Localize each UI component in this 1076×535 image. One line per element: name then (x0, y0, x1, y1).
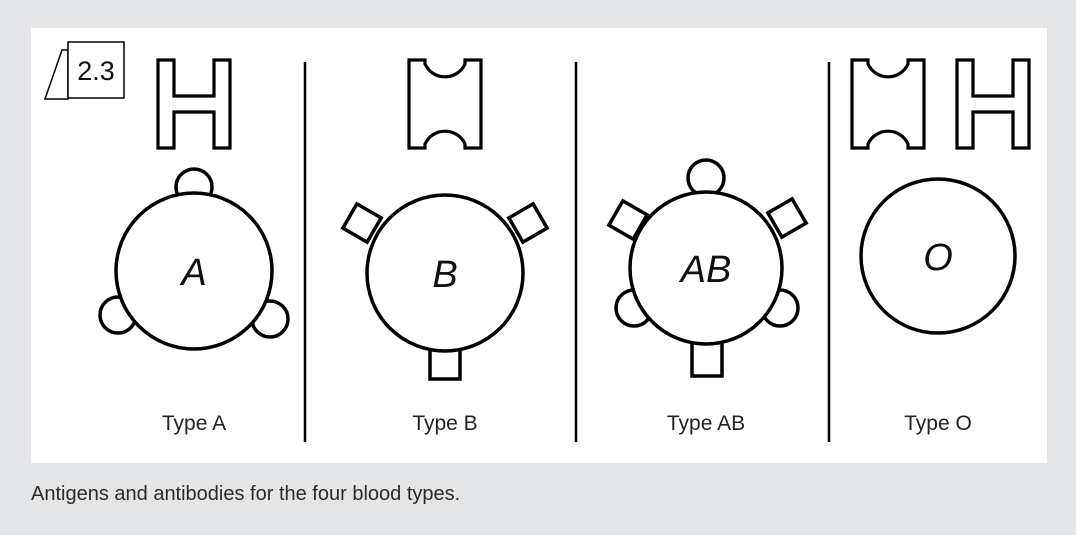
panel-type-o: O Type O (852, 60, 1029, 435)
type-label-a: Type A (162, 412, 226, 435)
figure-caption: Antigens and antibodies for the four blo… (31, 483, 460, 506)
antigen-ab-square-bottom (692, 342, 722, 376)
cell-letter-a: A (179, 252, 206, 294)
blood-type-diagram: 2.3 A Type A B Type B AB Type AB (31, 28, 1047, 463)
cell-letter-b: B (432, 254, 457, 296)
figure-number-badge: 2.3 (45, 42, 124, 99)
anti-a-antibody-icon (852, 60, 924, 148)
anti-b-antibody-icon (158, 60, 230, 148)
figure-number: 2.3 (77, 56, 115, 86)
type-label-ab: Type AB (667, 412, 745, 435)
cell-letter-o: O (923, 237, 953, 279)
type-label-b: Type B (412, 412, 477, 435)
anti-a-antibody-icon (409, 60, 481, 148)
panel-type-a: A Type A (100, 60, 288, 435)
figure-panel: 2.3 A Type A B Type B AB Type AB (31, 28, 1047, 463)
cell-letter-ab: AB (679, 249, 732, 291)
panel-type-b: B Type B (343, 60, 547, 435)
anti-b-antibody-icon (957, 60, 1029, 148)
panel-type-ab: AB Type AB (609, 160, 806, 435)
type-label-o: Type O (904, 412, 972, 435)
